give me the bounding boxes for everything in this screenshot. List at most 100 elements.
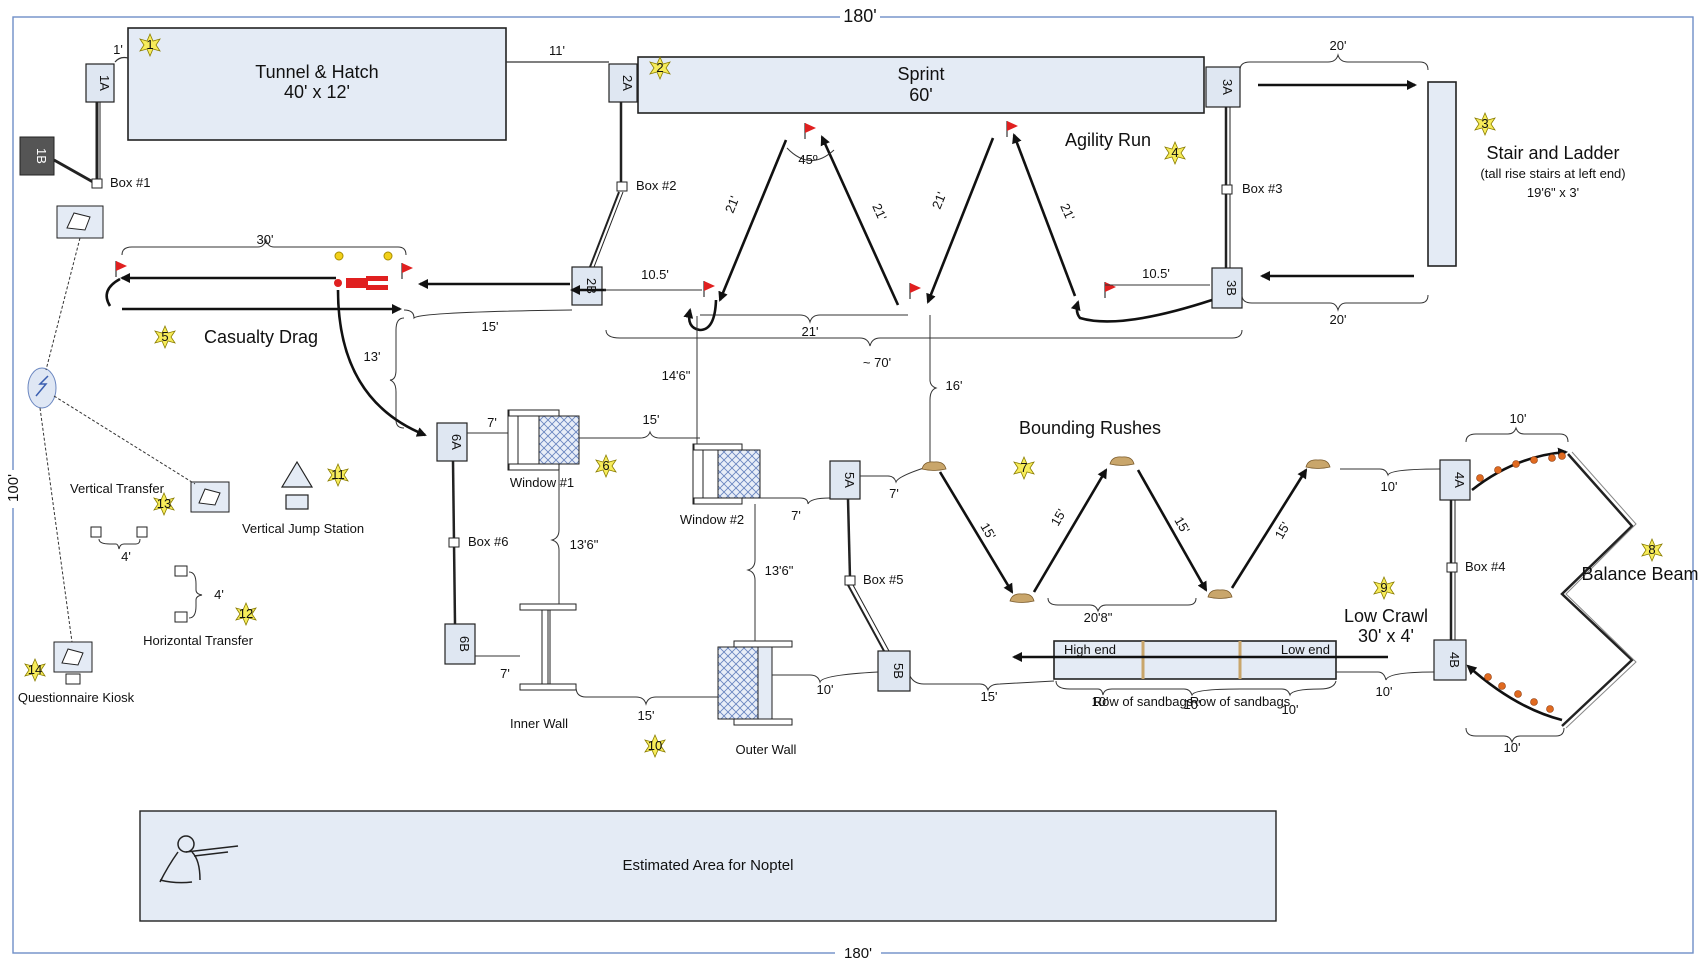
measure-13-6-a: 13'6" [570,537,599,552]
station-3-number: 3 [1481,116,1488,131]
noptel-title: Estimated Area for Noptel [623,857,794,874]
station-13-number: 13 [157,496,171,511]
tunnel-hatch-station [127,27,507,141]
measure-10ft-a: 10' [817,682,834,697]
horizontal-transfer-title: Horizontal Transfer [143,633,253,648]
vertical-transfer-title: Vertical Transfer [70,481,165,496]
measure-20ft-bottom: 20' [1330,312,1347,327]
measure-15ft-windows: 15' [643,412,660,427]
bounding-rushes-title: Bounding Rushes [1019,418,1161,438]
measure-70ft: ~ 70' [863,355,891,370]
station-11-number: 11 [331,467,345,482]
stair-title: Stair and Ladder [1486,143,1619,163]
measure-15ft-r2: 15' [1048,506,1069,528]
station-4-number: 4 [1171,145,1178,160]
measure-13-6-b: 13'6" [765,563,794,578]
measure-30ft: 30' [257,232,274,247]
marker-6a [436,422,468,462]
stair-note: (tall rise stairs at left end) [1480,166,1625,181]
measure-7ft-b: 7' [791,508,801,523]
agility-title: Agility Run [1065,130,1151,150]
outer-wall [717,646,759,720]
stair-ladder-station [1427,81,1457,267]
measure-1ft: 1' [113,42,123,57]
measure-15ft-crawl: 15' [981,689,998,704]
inner-wall-label: Inner Wall [510,716,568,731]
measure-7ft-a: 7' [487,415,497,430]
measure-10ft-h: 10' [1504,740,1521,755]
station-14-number: 14 [28,662,42,677]
measure-21ft-a: 21' [722,194,742,215]
kiosk-title: Questionnaire Kiosk [18,690,135,705]
marker-2b-label: 2B [584,278,599,294]
station-6-number: 6 [602,458,609,473]
marker-2a-label: 2A [620,75,635,91]
measure-7ft-d: 7' [500,666,510,681]
low-crawl-size: 30' x 4' [1358,626,1414,646]
station-7-number: 7 [1020,460,1027,475]
measure-11ft: 11' [549,43,565,58]
marker-6b [444,623,476,665]
marker-5a-label: 5A [842,472,857,488]
measure-10ft-c: 10' [1092,694,1109,709]
balance-beam-markers [1476,452,1566,713]
marker-4a [1439,459,1471,501]
low-crawl-title: Low Crawl [1344,606,1428,626]
sandbags-label-1: Row of sandbags [1093,694,1194,709]
measure-20ft-top: 20' [1330,38,1347,53]
marker-3b-label: 3B [1224,280,1239,296]
bottom-dimension: 180' [844,945,872,958]
vertical-transfer-gap: 4' [121,549,131,564]
measure-15ft-r1: 15' [977,520,998,542]
station-12-number: 12 [239,606,253,621]
window-1 [538,415,580,465]
measure-15ft-r4: 15' [1272,519,1293,541]
low-crawl-station [1053,640,1337,680]
marker-3a-label: 3A [1220,79,1235,95]
vertical-jump-icon [280,460,314,488]
station-8-number: 8 [1648,542,1655,557]
crawl-high-end: High end [1064,642,1116,657]
marker-4b [1433,639,1467,681]
stair-size: 19'6" x 3' [1527,185,1579,200]
station-9-number: 9 [1380,580,1387,595]
measure-10ft-e: 10' [1282,702,1299,717]
station-2-number: 2 [656,60,663,75]
marker-3a [1205,66,1241,108]
shooter-icon [159,835,239,884]
marker-5a [829,460,861,500]
station-5-number: 5 [161,329,168,344]
measure-10ft-f: 10' [1376,684,1393,699]
box-4-label: Box #4 [1465,559,1505,574]
measure-7ft-c: 7' [889,486,899,501]
crawl-low-end: Low end [1281,642,1330,657]
measure-10-5ft-left: 10.5' [641,267,669,282]
marker-1a-label: 1A [97,75,112,91]
measure-45deg: 45º [798,152,817,167]
box-5-label: Box #5 [863,572,903,587]
measure-21ft-c: 21' [929,190,949,211]
marker-1a [85,63,115,103]
marker-6a-label: 6A [449,434,464,450]
measure-10ft-d: 10' [1184,697,1201,712]
measure-21ft-b: 21' [869,201,890,223]
measure-21ft-base: 21' [802,324,819,339]
box-3-label: Box #3 [1242,181,1282,196]
measure-14-6: 14'6" [662,368,691,383]
sandbags-label-2: Row of sandbags [1190,694,1291,709]
balance-beam [1560,453,1634,727]
marker-2a [608,63,638,103]
measure-15ft-walls: 15' [638,708,655,723]
station-1-number: 1 [146,37,153,52]
measure-16ft: 16' [946,378,963,393]
measure-10ft-g: 10' [1510,411,1527,426]
casualty-drag-title: Casualty Drag [204,327,318,347]
horizontal-transfer-gap: 4' [214,587,224,602]
measure-13ft: 13' [364,349,381,364]
marker-4a-label: 4A [1452,472,1467,488]
top-dimension: 180' [843,6,876,26]
marker-5b [877,650,911,692]
sprint-station [637,56,1205,114]
station-10-number: 10 [648,738,662,753]
